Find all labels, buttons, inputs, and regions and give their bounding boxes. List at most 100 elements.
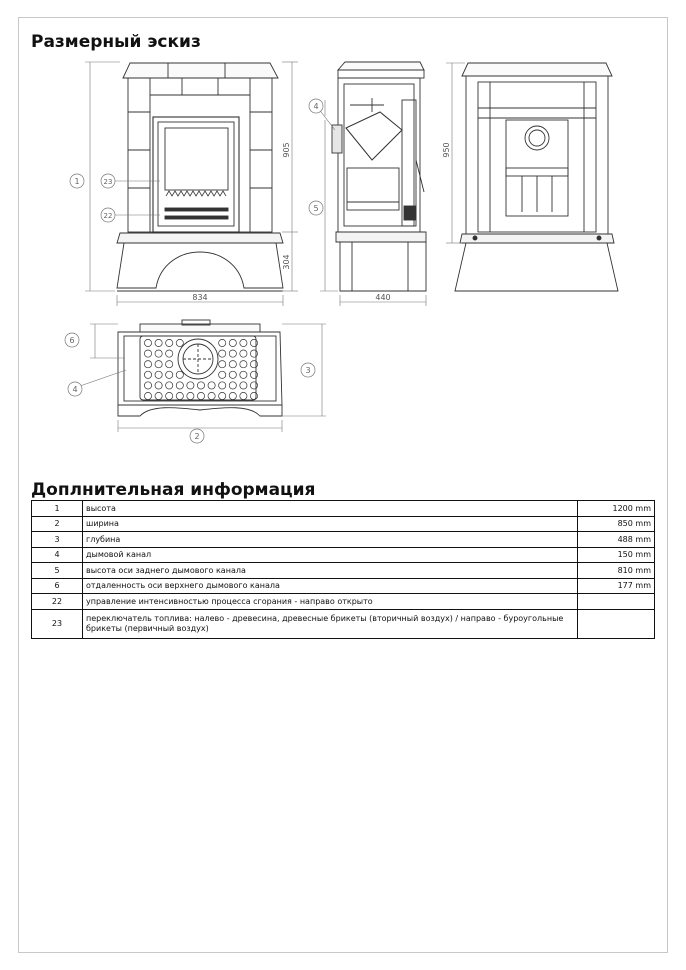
table-row: 1 высота 1200 mm bbox=[31, 500, 655, 517]
grill-hole bbox=[144, 370, 152, 379]
side-dimensions bbox=[317, 100, 427, 306]
row-value: 150 mm bbox=[577, 546, 655, 563]
row-description: глубина bbox=[82, 531, 578, 548]
table-row: 4 дымовой канал 150 mm bbox=[31, 546, 655, 563]
table-row: 22 управление интенсивностью процесса сг… bbox=[31, 593, 655, 610]
side-view bbox=[331, 61, 427, 292]
grill-hole bbox=[165, 370, 174, 379]
grill-hole bbox=[165, 381, 174, 390]
grill-hole bbox=[250, 381, 258, 390]
grill-hole bbox=[175, 381, 184, 390]
grill-hole bbox=[154, 360, 163, 369]
back-dimensions bbox=[446, 62, 465, 244]
row-number: 4 bbox=[31, 546, 83, 563]
row-value: 488 mm bbox=[577, 531, 655, 548]
callout-fuel-switch: 23 bbox=[104, 178, 113, 186]
row-number: 5 bbox=[31, 562, 83, 579]
table-row: 2 ширина 850 mm bbox=[31, 515, 655, 532]
grill-hole bbox=[207, 392, 216, 400]
sheet-title: Размерный эскиз bbox=[31, 32, 201, 52]
grill-hole bbox=[250, 349, 258, 358]
grill-hole bbox=[228, 360, 237, 369]
grill-hole bbox=[239, 339, 248, 347]
technical-drawing: 834 905 304 1 23 22 bbox=[64, 61, 619, 444]
grill-hole bbox=[239, 349, 248, 358]
row-number: 23 bbox=[31, 608, 83, 639]
grill-hole bbox=[250, 339, 258, 347]
grill-hole bbox=[228, 381, 237, 390]
row-description-line-1: переключатель топлива: налево - древесин… bbox=[86, 613, 564, 623]
base-height-dimension: 304 bbox=[282, 254, 291, 269]
grill-hole bbox=[154, 392, 163, 400]
row-description: дымовой канал bbox=[82, 546, 578, 563]
grill-hole bbox=[218, 381, 227, 390]
callout-circles-front bbox=[69, 173, 116, 223]
grill-hole bbox=[197, 381, 205, 390]
grill-hole bbox=[228, 349, 237, 358]
callout-height: 1 bbox=[74, 177, 79, 186]
grill-hole bbox=[144, 392, 152, 400]
grill-hole bbox=[175, 339, 184, 347]
grill-hole bbox=[154, 349, 163, 358]
row-number: 22 bbox=[31, 593, 83, 610]
row-number: 2 bbox=[31, 515, 83, 532]
grill-hole bbox=[186, 392, 195, 400]
grill-hole bbox=[186, 381, 195, 390]
table-row: 3 глубина 488 mm bbox=[31, 531, 655, 548]
callout-width-top: 2 bbox=[194, 432, 199, 441]
info-title: Доплнительная информация bbox=[31, 480, 316, 500]
callout-depth-top: 3 bbox=[305, 366, 310, 375]
callout-circles-side bbox=[308, 98, 324, 216]
table-row: 5 высота оси заднего дымового канала 810… bbox=[31, 562, 655, 579]
grill-hole bbox=[165, 349, 174, 358]
grill-hole bbox=[165, 392, 174, 400]
grill-hole bbox=[239, 392, 248, 400]
table-row: 23 переключатель топлива: налево - древе… bbox=[31, 608, 655, 639]
grill-hole bbox=[154, 381, 163, 390]
grill-hole bbox=[250, 360, 258, 369]
row-description: отдаленность оси верхнего дымового канал… bbox=[82, 577, 578, 594]
grill-hole bbox=[154, 339, 163, 347]
callout-offset-top: 6 bbox=[69, 336, 74, 345]
top-view bbox=[117, 319, 283, 417]
grill-hole bbox=[218, 392, 227, 400]
row-value: 1200 mm bbox=[577, 500, 655, 517]
grill-hole bbox=[144, 381, 152, 390]
callout-circles-top bbox=[64, 332, 316, 444]
front-view bbox=[116, 62, 284, 292]
row-number: 3 bbox=[31, 531, 83, 548]
grill-hole bbox=[228, 370, 237, 379]
grill-hole bbox=[175, 370, 184, 379]
back-height-dimension: 950 bbox=[442, 142, 451, 157]
grill-hole bbox=[239, 370, 248, 379]
back-view bbox=[454, 62, 619, 292]
callout-flue-top: 4 bbox=[72, 385, 77, 394]
grill-hole bbox=[144, 349, 152, 358]
top-grill-holes bbox=[144, 339, 258, 400]
callout-air-control: 22 bbox=[104, 212, 113, 220]
grill-hole bbox=[228, 392, 237, 400]
row-description: управление интенсивностью процесса сгора… bbox=[82, 593, 578, 610]
row-number: 6 bbox=[31, 577, 83, 594]
grill-hole bbox=[207, 381, 216, 390]
grill-hole bbox=[218, 370, 227, 379]
grill-hole bbox=[165, 360, 174, 369]
callout-flue-side: 4 bbox=[313, 102, 318, 111]
row-number: 1 bbox=[31, 500, 83, 517]
page-frame bbox=[18, 17, 668, 953]
grill-hole bbox=[250, 370, 258, 379]
grill-hole bbox=[239, 360, 248, 369]
grill-hole bbox=[250, 392, 258, 400]
grill-hole bbox=[239, 381, 248, 390]
row-value: 810 mm bbox=[577, 562, 655, 579]
front-dimensions bbox=[85, 61, 298, 306]
row-value bbox=[577, 593, 655, 610]
row-description: высота оси заднего дымового канала bbox=[82, 562, 578, 579]
row-description-line-2: брикеты (первичный воздух) bbox=[86, 623, 209, 633]
grill-hole bbox=[218, 349, 227, 358]
grill-hole bbox=[197, 392, 205, 400]
row-description: переключатель топлива: налево - древесин… bbox=[82, 608, 578, 639]
front-height-dimension: 905 bbox=[282, 142, 291, 157]
grill-hole bbox=[228, 339, 237, 347]
grill-hole bbox=[175, 392, 184, 400]
